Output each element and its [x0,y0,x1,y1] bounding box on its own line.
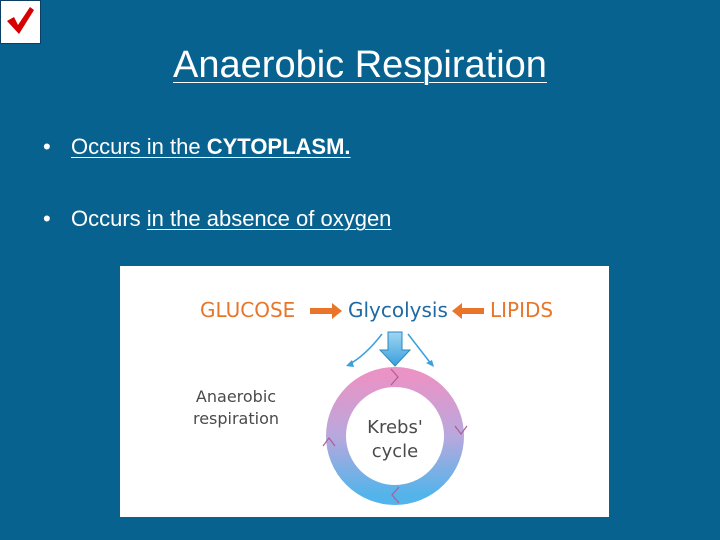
bullet-item-oxygen: • Occurs in the absence of oxygen [43,202,391,236]
bullet-text-lead: Occurs in the [71,134,207,159]
glucose-arrow [310,303,342,319]
bullet-symbol: • [43,206,51,231]
bullet-item-cytoplasm: • Occurs in the CYTOPLASM. [43,130,391,164]
bullet-list: • Occurs in the CYTOPLASM. • Occurs in the… [43,130,391,236]
bullet-text: Occurs in the CYTOPLASM. [71,134,351,159]
glucose-label: GLUCOSE [200,298,295,322]
krebs-cycle-ring [326,367,464,505]
checkbox-box [0,0,41,44]
bullet-emphasis: CYTOPLASM. [206,134,351,159]
slide-title: Anaerobic Respiration [173,44,547,86]
check-mark-icon [7,7,34,34]
respiration-diagram: GLUCOSE Glycolysis LIPIDS Anaerobic resp… [120,266,609,517]
branch-arrowhead-right [426,360,434,367]
anaerobic-label-line1: Anaerobic [196,387,276,406]
bullet-symbol: • [43,134,51,159]
branch-arrow-right [407,333,433,366]
krebs-label-line1: Krebs' [367,417,423,438]
branch-arrow-left [347,333,383,366]
branch-arrowhead-left [346,360,354,367]
glycolysis-label: Glycolysis [348,298,448,322]
ring-chevrons [322,368,468,504]
lipids-label: LIPIDS [490,298,553,322]
down-arrow [378,331,412,367]
krebs-label-line2: cycle [372,441,419,462]
lipids-arrow [452,303,484,319]
bullet-text-lead: Occurs [71,206,147,231]
bullet-emphasis: in the absence of oxygen [146,206,392,231]
anaerobic-label-line2: respiration [193,409,279,428]
